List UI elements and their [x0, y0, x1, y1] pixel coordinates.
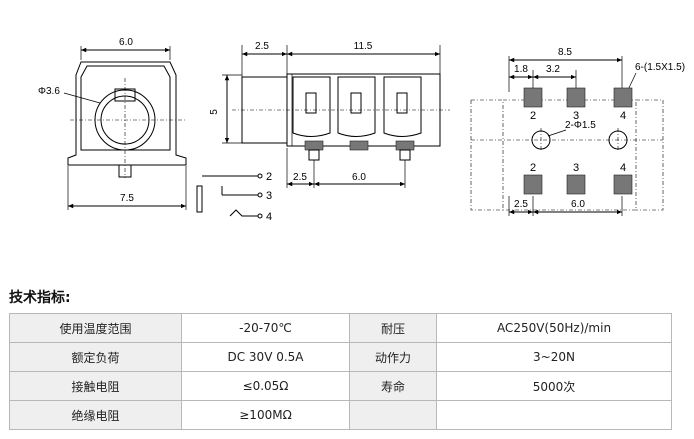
- front-bottom-label: 7.5: [120, 193, 134, 204]
- spec-value: 3~20N: [436, 342, 672, 372]
- side-left-label: 2.5: [255, 41, 269, 52]
- footprint-overall-label: 8.5: [558, 47, 572, 58]
- spec-label: 寿命: [349, 371, 437, 401]
- pad-size-label: 6-(1.5X1.5): [635, 62, 685, 73]
- spec-value: [436, 400, 672, 430]
- spec-label: 耐压: [349, 313, 437, 343]
- bottom-pad-2: 2: [530, 162, 536, 174]
- diameter-label: Φ3.6: [38, 86, 60, 97]
- front-view: 6.0 Φ3.6 7.5: [38, 37, 187, 210]
- side-length-label: 11.5: [354, 41, 373, 52]
- hole-label: 2-Φ1.5: [565, 120, 596, 131]
- spec-label: 额定负荷: [9, 342, 182, 372]
- pin-pitch-left-label: 2.5: [293, 172, 307, 183]
- schematic-pin-2: 2: [266, 171, 272, 183]
- table-row: 额定负荷 DC 30V 0.5A 动作力 3~20N: [9, 342, 672, 372]
- pitch-b-label: 3.2: [546, 64, 560, 75]
- side-view: 2.5 11.5 5 2.5 6.0: [209, 41, 450, 188]
- spec-label: [349, 400, 437, 430]
- spec-value: ≥100MΩ: [181, 400, 350, 430]
- spec-label: 绝缘电阻: [9, 400, 182, 430]
- pin-pitch-right-label: 6.0: [352, 172, 366, 183]
- top-pad-4: 4: [620, 110, 626, 122]
- bottom-pad-4: 4: [620, 162, 626, 174]
- top-pad-3: 3: [573, 110, 579, 122]
- pitch-a-label: 1.8: [514, 64, 528, 75]
- footprint-bottom-right-label: 6.0: [571, 199, 585, 210]
- front-width-label: 6.0: [119, 37, 133, 48]
- schematic: 2 3 4: [196, 171, 272, 223]
- schematic-pin-3: 3: [266, 190, 272, 202]
- schematic-pin-4: 4: [266, 211, 272, 223]
- spec-label: 动作力: [349, 342, 437, 372]
- table-row: 接触电阻 ≤0.05Ω 寿命 5000次: [9, 371, 672, 401]
- footprint-bottom-left-label: 2.5: [514, 199, 528, 210]
- spec-value: AC250V(50Hz)/min: [436, 313, 672, 343]
- spec-value: 5000次: [436, 371, 672, 401]
- spec-label: 使用温度范围: [9, 313, 182, 343]
- spec-label: 接触电阻: [9, 371, 182, 401]
- table-row: 绝缘电阻 ≥100MΩ: [9, 400, 672, 430]
- technical-drawing: 6.0 Φ3.6 7.5 2.5 11.5 5: [38, 37, 685, 223]
- table-row: 使用温度范围 -20-70℃ 耐压 AC250V(50Hz)/min: [9, 313, 672, 343]
- spec-value: -20-70℃: [181, 313, 350, 343]
- spec-value: ≤0.05Ω: [181, 371, 350, 401]
- spec-value: DC 30V 0.5A: [181, 342, 350, 372]
- bottom-pad-3: 3: [573, 162, 579, 174]
- section-title: 技术指标:: [9, 290, 71, 306]
- top-pad-2: 2: [530, 110, 536, 122]
- spec-table: 使用温度范围 -20-70℃ 耐压 AC250V(50Hz)/min 额定负荷 …: [9, 313, 672, 430]
- footprint: 8.5 1.8 3.2 6-(1.5X1.5) 2 3 4 2-Φ1.5 2 3…: [470, 47, 685, 216]
- side-height-label: 5: [209, 109, 220, 115]
